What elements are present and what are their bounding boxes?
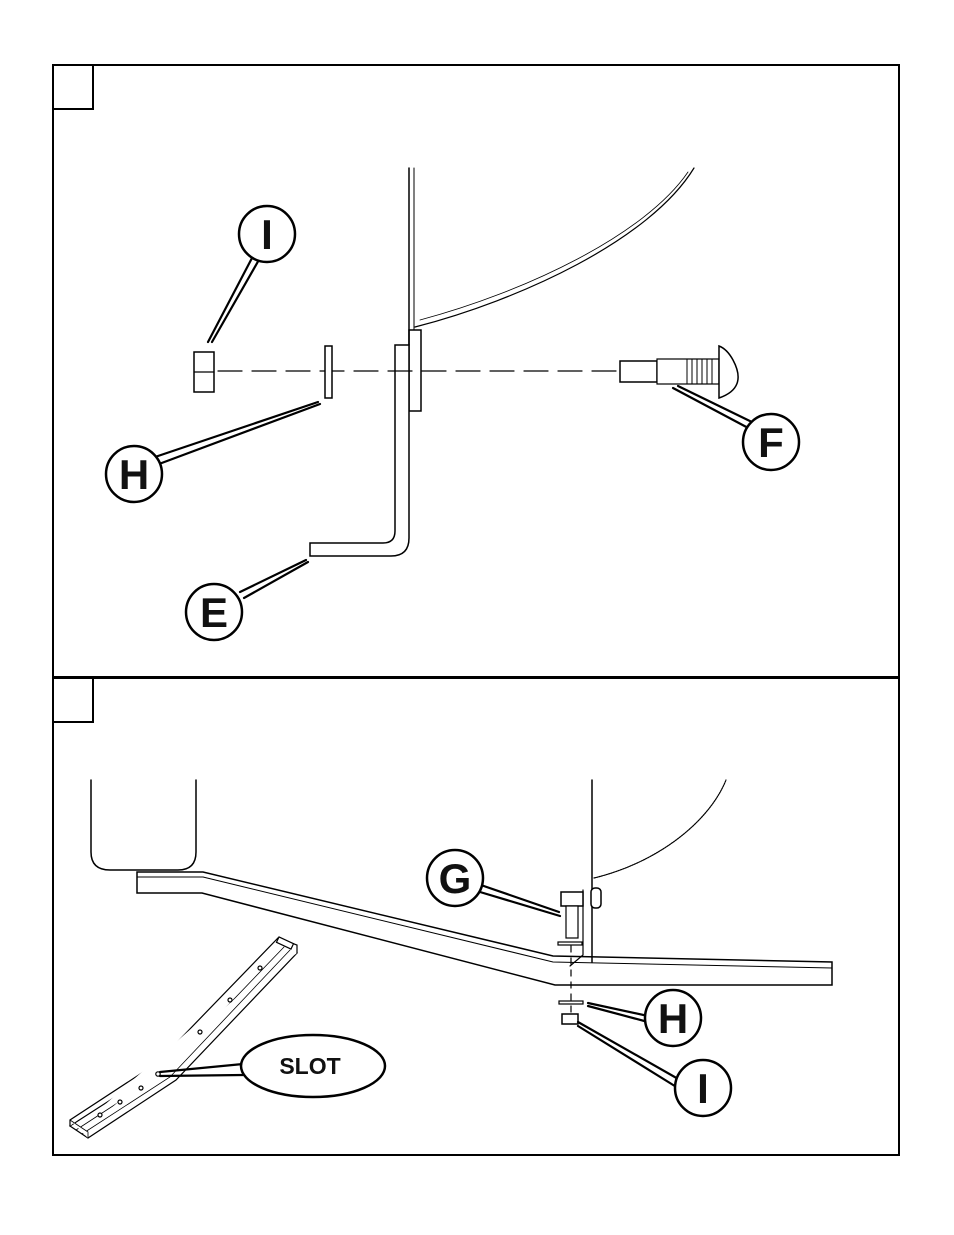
leader-g: [478, 884, 560, 916]
bolt-f-neck: [657, 359, 719, 384]
step-1-art: [106, 168, 799, 640]
callout-g-label: G: [439, 855, 472, 902]
slotted-member: [70, 937, 297, 1138]
nut-i-2: [562, 1014, 578, 1024]
callout-h-label: H: [119, 451, 149, 498]
bolt-g-head: [561, 892, 583, 906]
leader-h-2: [588, 1003, 648, 1022]
washer-h: [325, 346, 332, 398]
right-tank-curve: [594, 780, 726, 878]
callout-h-2-label: H: [658, 995, 688, 1042]
callout-i-2-label: I: [697, 1065, 709, 1112]
tank-curve: [415, 168, 694, 327]
cross-member-bar: [137, 872, 832, 985]
leader-e: [240, 560, 308, 598]
leader-f: [673, 386, 756, 430]
left-tank-end: [91, 780, 196, 870]
step-2-art: [70, 780, 832, 1138]
wall-nut: [591, 888, 601, 908]
bolt-f-shank: [620, 361, 657, 382]
leader-i: [208, 258, 260, 342]
callout-i-label: I: [261, 211, 273, 258]
bolt-g-washer: [558, 942, 582, 945]
callout-slot-label: SLOT: [279, 1053, 340, 1079]
callout-e-label: E: [200, 589, 228, 636]
tank-curve-inner: [420, 172, 688, 320]
bolt-f-head: [719, 346, 738, 398]
leader-h: [155, 402, 320, 464]
callout-f-label: F: [758, 419, 784, 466]
washer-h-2: [559, 1001, 583, 1004]
bolt-g-shank: [566, 906, 578, 938]
